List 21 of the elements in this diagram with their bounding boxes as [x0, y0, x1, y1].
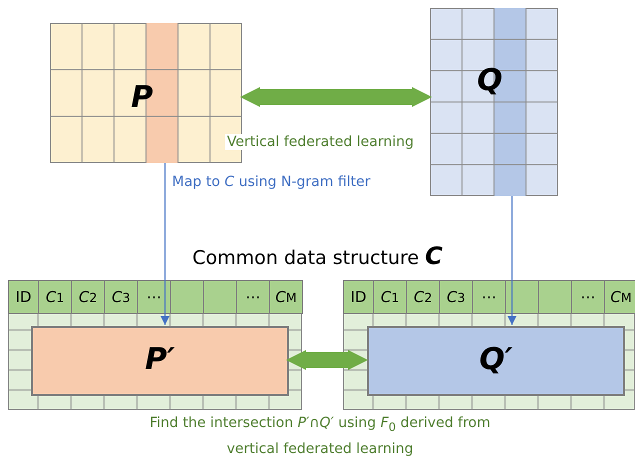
- column-header: ID: [8, 280, 39, 314]
- column-header: ⋯: [571, 280, 605, 314]
- table-name: Q′: [478, 342, 514, 377]
- section-title: Common data structure C: [191, 242, 444, 270]
- double-arrow: [286, 350, 368, 370]
- arrow: [160, 163, 170, 325]
- data-table: [430, 8, 558, 196]
- table-name: P: [131, 80, 153, 115]
- table-name: Q: [477, 63, 503, 98]
- column-header: ⋯: [137, 280, 171, 314]
- column-header: ID: [343, 280, 374, 314]
- edge-label: Map to C using N-gram filter: [170, 174, 372, 190]
- double-arrow: [240, 87, 432, 107]
- arrow: [508, 196, 516, 325]
- common-structure-table: [8, 280, 302, 410]
- transformed-data-box: [31, 326, 289, 396]
- column-header: ⋯: [236, 280, 270, 314]
- common-structure-table: [343, 280, 635, 410]
- column-header: ⋯: [472, 280, 506, 314]
- transformed-data-box: [367, 326, 625, 396]
- table-name: P′: [144, 342, 176, 377]
